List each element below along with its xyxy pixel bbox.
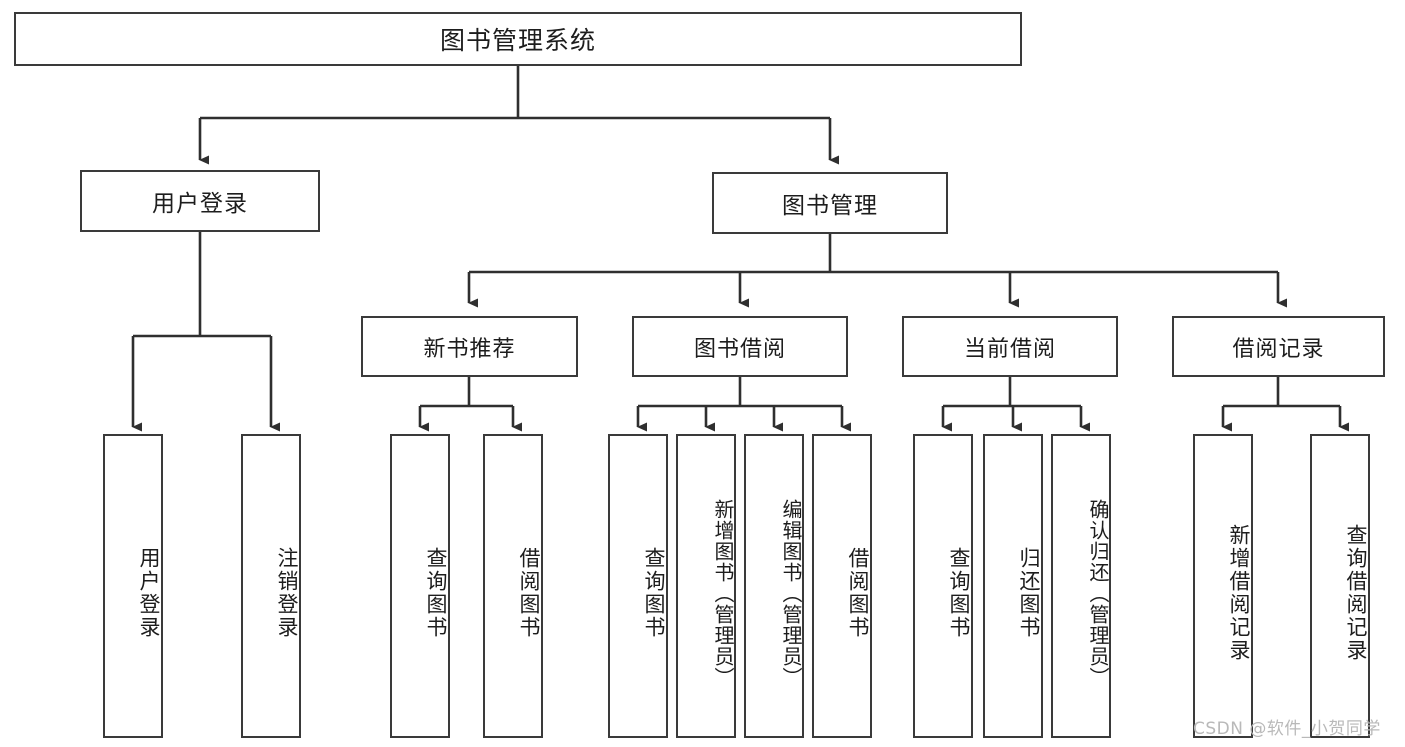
node-book-borrow[interactable]: 图书借阅: [632, 316, 848, 377]
leaf-recommend-query-book[interactable]: 查询图书: [390, 434, 450, 738]
leaf-user-login-login[interactable]: 用户登录: [103, 434, 163, 738]
node-user-login[interactable]: 用户登录: [80, 170, 320, 232]
node-root-system[interactable]: 图书管理系统: [14, 12, 1022, 66]
leaf-record-add-record[interactable]: 新增借阅记录: [1193, 434, 1253, 738]
node-current-borrow[interactable]: 当前借阅: [902, 316, 1118, 377]
leaf-borrow-borrow-book[interactable]: 借阅图书: [812, 434, 872, 738]
leaf-user-login-logout[interactable]: 注销登录: [241, 434, 301, 738]
csdn-watermark: CSDN @软件_小贺同学: [1193, 719, 1381, 739]
leaf-borrow-edit-book-admin[interactable]: 编辑图书（管理员）: [744, 434, 804, 738]
node-book-management[interactable]: 图书管理: [712, 172, 948, 234]
node-borrow-record[interactable]: 借阅记录: [1172, 316, 1385, 377]
leaf-current-confirm-return-admin[interactable]: 确认归还（管理员）: [1051, 434, 1111, 738]
node-new-book-recommend[interactable]: 新书推荐: [361, 316, 578, 377]
leaf-borrow-query-book[interactable]: 查询图书: [608, 434, 668, 738]
leaf-borrow-add-book-admin[interactable]: 新增图书（管理员）: [676, 434, 736, 738]
leaf-recommend-borrow-book[interactable]: 借阅图书: [483, 434, 543, 738]
leaf-current-return-book[interactable]: 归还图书: [983, 434, 1043, 738]
leaf-record-query-record[interactable]: 查询借阅记录: [1310, 434, 1370, 738]
leaf-current-query-book[interactable]: 查询图书: [913, 434, 973, 738]
